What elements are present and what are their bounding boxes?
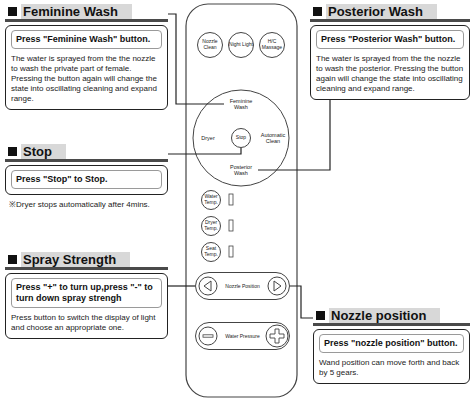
callout-frame: Press "Stop" to Stop. <box>5 165 168 195</box>
rocker-button: Water Pressure <box>195 322 290 350</box>
arrow-button <box>199 277 217 295</box>
callout-box: Posterior WashPress "Posterior Wash" but… <box>310 4 470 100</box>
leader-line <box>168 14 224 104</box>
callout-frame: Press "Feminine Wash" button. The water i… <box>5 25 168 110</box>
heading-text: Posterior Wash <box>326 4 437 19</box>
body-text: The water is sprayed from the the nozzle… <box>316 54 464 94</box>
callout-heading: Nozzle position <box>313 308 470 326</box>
indicator-bar <box>229 220 233 231</box>
ring-button: Dryer <box>197 135 219 141</box>
ring-button: Feminine Wash <box>224 98 258 111</box>
indicator-bar <box>229 246 233 257</box>
temp-button: Dryer Temp. <box>201 216 221 236</box>
heading-text: Spray Strength <box>21 252 130 267</box>
callout-heading: Feminine Wash <box>5 4 168 22</box>
callout-heading: Stop <box>5 144 168 162</box>
note-text: ※Dryer stops automatically after 4mins. <box>9 200 168 210</box>
heading-square <box>313 7 322 16</box>
callout-box: Feminine WashPress "Feminine Wash" butto… <box>5 4 168 110</box>
ring-button: Posterior Wash <box>224 164 258 177</box>
heading-text: Feminine Wash <box>21 4 132 19</box>
callout-heading: Posterior Wash <box>310 4 470 22</box>
stop-button: Stop <box>231 128 251 148</box>
button-label: Posterior Wash <box>224 164 258 177</box>
temp-button: Water Temp. <box>201 190 221 210</box>
temp-button: Seat Temp. <box>201 242 221 262</box>
heading-text: Stop <box>21 144 66 159</box>
button-label: Seat Temp. <box>202 246 220 257</box>
heading-square <box>8 7 17 16</box>
leader-line <box>290 286 313 318</box>
callout-box: StopPress "Stop" to Stop. ※Dryer stops au… <box>5 144 168 210</box>
right-arrow <box>274 281 281 291</box>
callout-frame: Press "nozzle position" button. Wand posi… <box>313 329 470 384</box>
button-label: Feminine Wash <box>224 98 258 111</box>
left-arrow <box>204 281 211 291</box>
button-label: Dryer Temp. <box>202 220 220 231</box>
button-label: Water Pressure <box>225 333 260 339</box>
button-label: Nozzle Clean <box>198 39 222 50</box>
plus-button <box>266 325 288 347</box>
button-label: Night Light <box>229 42 253 48</box>
button-label: H/C Massage <box>260 39 284 50</box>
indicator-bar <box>229 194 233 205</box>
instruction-text: Press "nozzle position" button. <box>319 334 464 353</box>
callout-heading: Spray Strength <box>5 252 168 270</box>
heading-text: Nozzle position <box>329 308 440 323</box>
button-label: Automatic Clean <box>258 132 288 145</box>
callout-frame: Press "+" to turn up,press "-" to turn d… <box>5 273 168 339</box>
leader-line <box>258 100 330 170</box>
instruction-text: Press "Posterior Wash" button. <box>316 30 464 49</box>
body-text: Wand position can move forth and back by… <box>319 358 464 378</box>
callout-box: Spray StrengthPress "+" to turn up,press… <box>5 252 168 339</box>
heading-square <box>8 147 17 156</box>
instruction-text: Press "Feminine Wash" button. <box>11 30 162 49</box>
button-label: Nozzle Position <box>225 283 259 289</box>
arrow-button <box>268 277 286 295</box>
instruction-text: Press "+" to turn up,press "-" to turn d… <box>11 278 162 308</box>
callout-frame: Press "Posterior Wash" button. The water … <box>310 25 470 100</box>
round-button: H/C Massage <box>259 32 285 58</box>
body-text: Press button to switch the display of li… <box>11 313 162 333</box>
minus-symbol <box>203 335 213 337</box>
plus-symbol <box>270 329 284 343</box>
ring-button: Automatic Clean <box>258 132 288 145</box>
heading-square <box>8 255 17 264</box>
leader-line <box>168 148 241 154</box>
minus-button <box>199 327 217 345</box>
instruction-text: Press "Stop" to Stop. <box>11 170 162 189</box>
round-button: Nozzle Clean <box>197 32 223 58</box>
leader-line <box>168 285 195 286</box>
body-text: The water is sprayed from the the nozzle… <box>11 54 162 104</box>
heading-square <box>316 311 325 320</box>
rocker-button: Nozzle Position <box>195 272 290 300</box>
remote-body <box>186 4 297 397</box>
round-button: Night Light <box>228 32 254 58</box>
button-label: Stop <box>236 135 246 141</box>
button-label: Dryer <box>197 135 219 141</box>
callout-box: Nozzle positionPress "nozzle position" b… <box>313 308 470 384</box>
button-label: Water Temp. <box>202 194 220 205</box>
